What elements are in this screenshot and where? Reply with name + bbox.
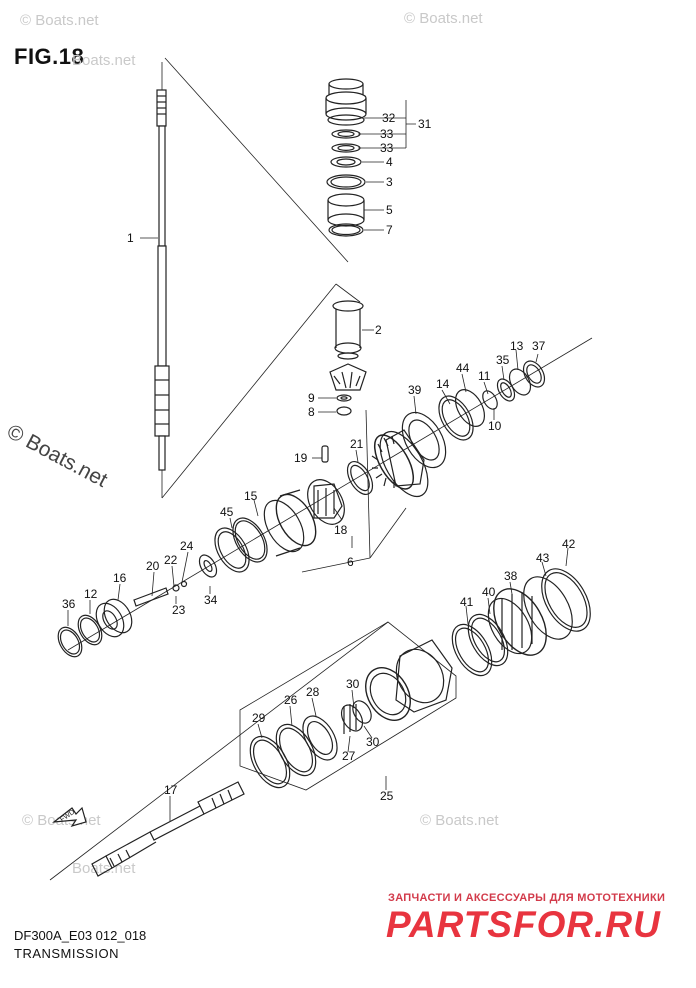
callout-31: 31 (418, 117, 432, 131)
callout-11: 11 (478, 369, 491, 383)
callout-25: 25 (380, 789, 394, 803)
callout-26: 26 (284, 693, 298, 707)
callout-30b: 30 (366, 735, 380, 749)
watermark: Boats.net (72, 52, 136, 69)
callout-5: 5 (386, 203, 393, 217)
watermark: © Boats.net (404, 10, 483, 27)
callout-45: 45 (220, 505, 234, 519)
watermark: © Boats.net (420, 812, 499, 829)
callout-13: 13 (510, 339, 524, 353)
callout-17: 17 (164, 783, 178, 797)
callout-9: 9 (308, 391, 315, 405)
callout-29: 29 (252, 711, 266, 725)
callout-10: 10 (488, 419, 502, 433)
callout-4: 4 (386, 155, 393, 169)
fwd-arrow-icon: FWD (52, 806, 87, 828)
clutch-assembly (198, 445, 374, 578)
callout-28: 28 (306, 685, 320, 699)
driveshaft-part (154, 62, 170, 498)
assembly-lines (49, 57, 593, 881)
callout-3: 3 (386, 175, 393, 189)
callout-42: 42 (562, 537, 576, 551)
callout-20: 20 (146, 559, 160, 573)
upper-bearing-stack (325, 78, 367, 237)
watermark: © Boats.net (20, 12, 99, 29)
callout-32: 32 (382, 111, 396, 125)
callout-41: 41 (460, 595, 474, 609)
forward-gear-bearing (451, 568, 591, 677)
callout-19: 19 (294, 451, 308, 465)
callout-30: 30 (346, 677, 360, 691)
callout-37: 37 (532, 339, 546, 353)
callout-34: 34 (204, 593, 218, 607)
callout-44: 44 (456, 361, 470, 375)
callout-6: 6 (347, 555, 354, 569)
callout-labels: 1 2 3 4 5 6 7 8 9 10 11 12 13 14 15 16 1… (62, 111, 576, 803)
figure-title: FIG.18 (14, 44, 85, 69)
callout-39: 39 (408, 383, 422, 397)
callout-7: 7 (386, 223, 393, 237)
watermark: Boats.net (72, 860, 136, 877)
diagram-caption: TRANSMISSION (14, 946, 119, 961)
callout-24: 24 (180, 539, 194, 553)
bearing-housing-group (239, 621, 457, 791)
reverse-gear-cluster (371, 360, 546, 498)
callout-36: 36 (62, 597, 76, 611)
callout-35: 35 (496, 353, 510, 367)
callout-33: 33 (380, 127, 394, 141)
callout-22: 22 (164, 553, 178, 567)
propeller-shaft (91, 781, 245, 877)
callout-15: 15 (244, 489, 258, 503)
callout-2: 2 (375, 323, 382, 337)
callout-18: 18 (334, 523, 348, 537)
callout-21: 21 (350, 437, 364, 451)
callout-23: 23 (172, 603, 186, 617)
callout-8: 8 (308, 405, 315, 419)
diagram-code: DF300A_E03 012_018 (14, 928, 147, 943)
brand-tagline: ЗАПЧАСТИ И АКСЕССУАРЫ ДЛЯ МОТОТЕХНИКИ (388, 892, 666, 904)
shift-pin-and-bearing (57, 580, 188, 658)
callout-leaders (67, 100, 569, 822)
callout-12: 12 (84, 587, 98, 601)
callout-16: 16 (113, 571, 127, 585)
fwd-label: FWD (59, 809, 76, 824)
callout-27: 27 (342, 749, 356, 763)
callout-14: 14 (436, 377, 450, 391)
callout-1: 1 (127, 231, 134, 245)
callout-43: 43 (536, 551, 550, 565)
callout-33b: 33 (380, 141, 394, 155)
callout-38: 38 (504, 569, 518, 583)
pinion-assembly (329, 300, 367, 416)
callout-40: 40 (482, 585, 496, 599)
brand-logo: PARTSFOR.RU (386, 904, 661, 945)
